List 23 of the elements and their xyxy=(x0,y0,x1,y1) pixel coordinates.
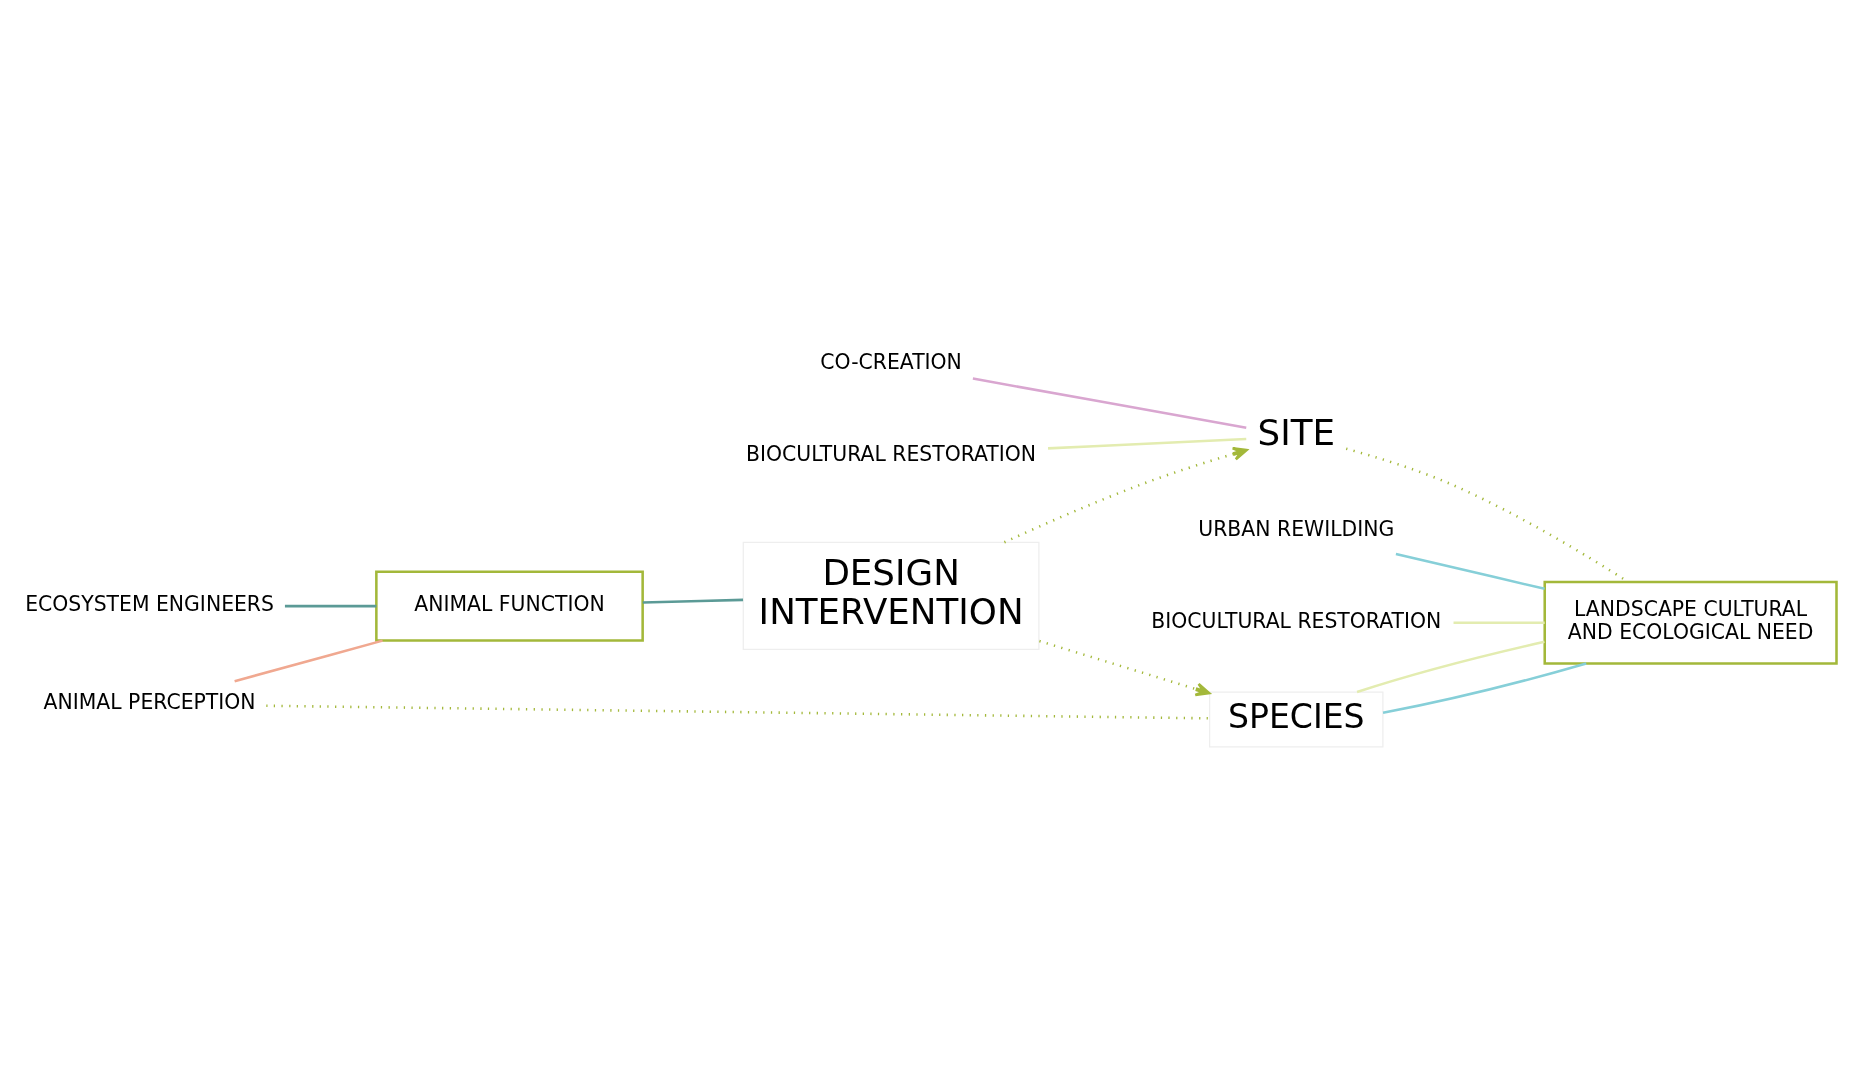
connector xyxy=(266,704,1210,720)
connector xyxy=(642,598,744,604)
node-text: ANIMAL PERCEPTION xyxy=(43,689,256,714)
connector xyxy=(1356,640,1545,693)
node-text: SITE xyxy=(1257,411,1335,453)
arrow xyxy=(1039,639,1211,696)
connector xyxy=(1047,437,1247,450)
node-text: BIOCULTURAL RESTORATION xyxy=(746,441,1037,466)
node-box: SPECIES xyxy=(1209,691,1384,748)
node-box: ANIMAL FUNCTION xyxy=(375,569,644,642)
node-text: ECOSYSTEM ENGINEERS xyxy=(25,591,274,616)
connector xyxy=(234,638,383,682)
node-text: CO-CREATION xyxy=(820,349,962,374)
connector xyxy=(1395,552,1545,590)
connector xyxy=(972,376,1247,429)
arrow xyxy=(1003,446,1248,543)
connector xyxy=(1453,620,1545,624)
node-box: DESIGN INTERVENTION xyxy=(742,541,1040,650)
node-text: URBAN REWILDING xyxy=(1198,516,1395,541)
connector xyxy=(284,604,377,607)
node-text: BIOCULTURAL RESTORATION xyxy=(1151,608,1442,633)
connector xyxy=(1382,661,1587,714)
node-box: LANDSCAPE CULTURAL AND ECOLOGICAL NEED xyxy=(1543,580,1838,665)
